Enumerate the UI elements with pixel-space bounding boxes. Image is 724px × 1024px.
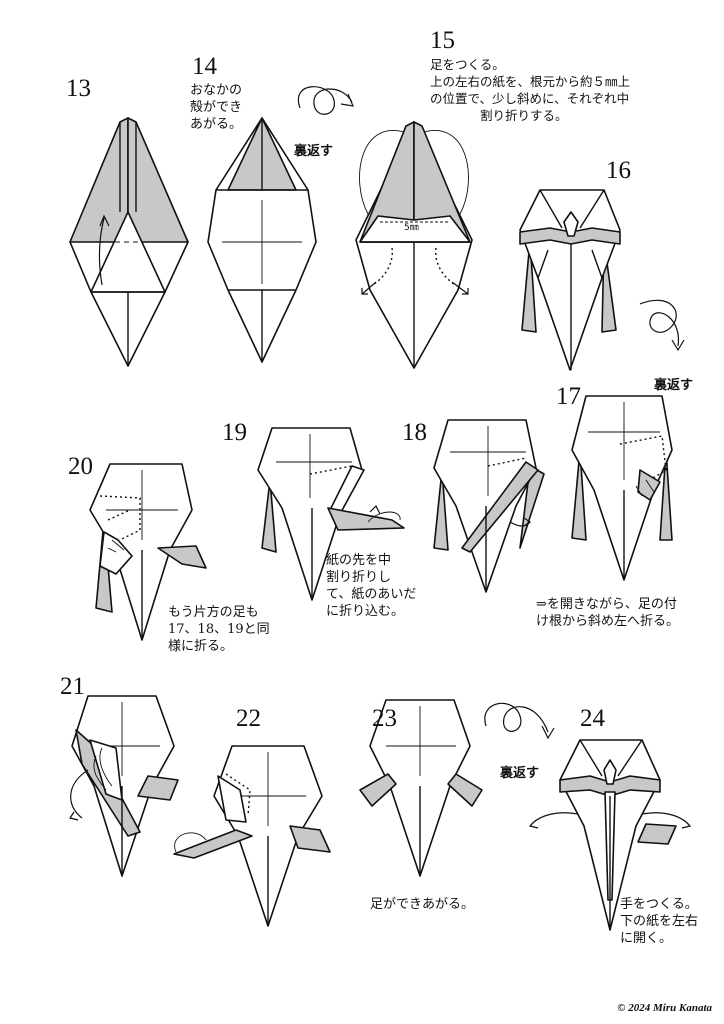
flip-icon-1 [297, 86, 354, 115]
step-21-figure [69, 695, 179, 877]
copyright-text: © 2024 Miru Kanata [617, 1002, 712, 1014]
step-number-23: 23 [372, 705, 397, 732]
flip-label-1: 裏返す [294, 144, 334, 159]
step-18-figure [433, 419, 545, 593]
step-number-15: 15 [430, 27, 455, 54]
step-24-note: 手をつくる。 下の紙を左右 に開く。 [620, 897, 699, 946]
step-number-13: 13 [66, 75, 91, 102]
step-19-note: 紙の先を中 割り折りし て、紙のあいだ に折り込む。 [326, 553, 417, 619]
step-22-figure [173, 745, 331, 927]
step-number-17: 17 [556, 383, 581, 410]
step-15-figure [355, 121, 473, 369]
step-number-20: 20 [68, 453, 93, 480]
step-number-22: 22 [236, 705, 261, 732]
step-19-figure [257, 427, 405, 601]
flip-label-2: 裏返す [654, 378, 694, 393]
flip-icon-2 [639, 299, 685, 352]
step-23-note: 足ができあがる。 [370, 897, 475, 912]
step-17-figure [571, 395, 673, 581]
flip-icon-3 [484, 702, 555, 740]
step-number-21: 21 [60, 673, 85, 700]
step-23-figure [359, 699, 483, 877]
step-14-figure [207, 117, 317, 363]
step-number-18: 18 [402, 419, 427, 446]
step-20-figure [89, 463, 207, 641]
step-24-figure [528, 739, 692, 931]
step-20-note: もう片方の足も 17、18、19と同 様に折る。 [168, 605, 270, 654]
step-16-figure [519, 189, 621, 371]
step-17-note: ⇒を開きながら、足の付 け根から斜め左へ折る。 [536, 597, 680, 629]
step-15-note: 足をつくる。 上の左右の紙を、根元から約５㎜上 の位置で、少し斜めに、それぞれ中… [430, 57, 631, 123]
step-number-19: 19 [222, 419, 247, 446]
step-14-note: おなかの 殻ができ あがる。 [190, 83, 243, 132]
step-number-16: 16 [606, 157, 631, 184]
step-number-24: 24 [580, 705, 605, 732]
step-number-14: 14 [192, 53, 217, 80]
step-15-measure: 5㎜ [404, 223, 419, 233]
flip-label-3: 裏返す [500, 766, 540, 781]
step-13-figure [69, 117, 189, 367]
